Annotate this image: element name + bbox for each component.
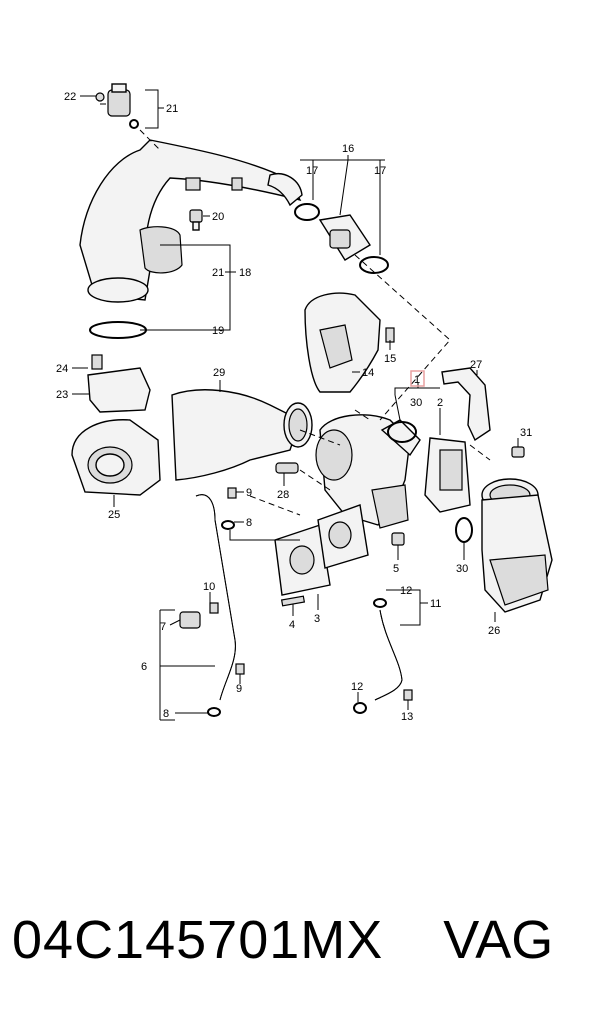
callout-2: 2 xyxy=(437,397,443,409)
callout-12b: 12 xyxy=(351,681,363,693)
callout-1: 1 xyxy=(414,374,420,386)
oil-return-line xyxy=(353,598,413,714)
o-ring-30 xyxy=(455,517,473,543)
callout-25: 25 xyxy=(108,509,120,521)
callout-30: 30 xyxy=(410,397,422,409)
callout-21: 21 xyxy=(166,103,178,115)
caption: 04C145701MX VAG xyxy=(12,895,592,985)
callout-11: 11 xyxy=(430,598,441,610)
callout-26: 26 xyxy=(488,625,500,637)
sensor-28 xyxy=(275,462,299,474)
callout-14: 14 xyxy=(362,367,374,379)
callout-19: 19 xyxy=(212,325,224,337)
callout-3: 3 xyxy=(314,613,320,625)
callout-23: 23 xyxy=(56,389,68,401)
pressure-sensor xyxy=(95,83,139,129)
callout-5: 5 xyxy=(393,563,399,575)
callout-13: 13 xyxy=(401,711,413,723)
callout-8b: 8 xyxy=(163,708,169,720)
callout-8: 8 xyxy=(246,517,252,529)
callout-17b: 17 xyxy=(374,165,386,177)
coolant-pipe-27 xyxy=(441,367,491,442)
callout-1-highlight xyxy=(410,370,425,387)
part-number: 04C145701MX xyxy=(12,910,384,970)
callout-6: 6 xyxy=(141,661,147,673)
throttle-housing xyxy=(71,354,161,496)
callout-7: 7 xyxy=(160,621,166,633)
callout-29: 29 xyxy=(213,367,225,379)
callout-16: 16 xyxy=(342,143,354,155)
callout-30b: 30 xyxy=(456,563,468,575)
oil-supply-line xyxy=(179,487,245,717)
callout-9b: 9 xyxy=(236,683,242,695)
intake-elbow xyxy=(171,389,313,481)
charge-air-outlet xyxy=(481,478,553,613)
callout-9: 9 xyxy=(246,487,252,499)
manifold-flange xyxy=(317,504,369,569)
callout-12: 12 xyxy=(400,585,412,597)
heat-shield xyxy=(304,292,395,393)
bolt-31 xyxy=(511,446,525,458)
callout-18: 18 xyxy=(239,267,251,279)
callout-28: 28 xyxy=(277,489,289,501)
brand: VAG xyxy=(443,910,554,970)
callout-27: 27 xyxy=(470,359,482,371)
callout-20: 20 xyxy=(212,211,224,223)
recirculation-valve xyxy=(294,203,389,274)
nut-5 xyxy=(391,532,405,546)
callout-22: 22 xyxy=(64,91,76,103)
callout-4: 4 xyxy=(289,619,295,631)
callout-10: 10 xyxy=(203,581,215,593)
callout-21b: 21 xyxy=(212,267,224,279)
intake-air-pipe xyxy=(79,139,303,303)
bolt-20 xyxy=(189,209,203,231)
callout-15: 15 xyxy=(384,353,396,365)
exploded-parts-diagram: 22 21 17 16 17 20 21 18 19 24 23 25 29 1… xyxy=(56,83,553,723)
turbocharger xyxy=(315,414,471,529)
stud-4 xyxy=(280,595,306,607)
o-ring-19 xyxy=(89,321,147,339)
gasket-3 xyxy=(274,524,331,596)
callout-17: 17 xyxy=(306,165,318,177)
callout-24: 24 xyxy=(56,363,68,375)
callout-31: 31 xyxy=(520,427,532,439)
